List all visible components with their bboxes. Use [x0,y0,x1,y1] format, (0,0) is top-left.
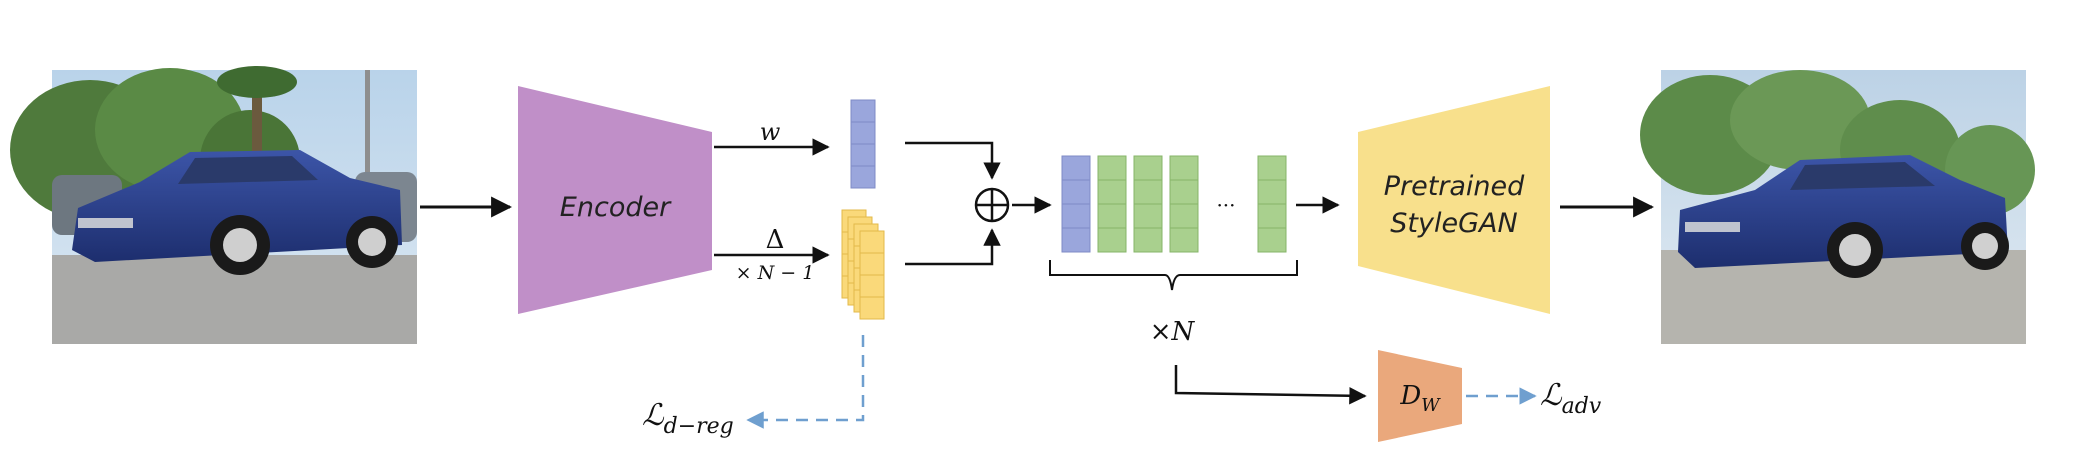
w-latent-vector [850,99,876,189]
delta-offset-stack [841,209,885,320]
reg-loss-label: ℒd−reg [642,398,734,439]
latent-column-last [1257,155,1287,253]
latent-multiplier: ×N [1150,317,1196,347]
svg-text:ℒadv: ℒadv [1540,378,1602,419]
latent-column-2 [1097,155,1127,253]
adv-loss-label: ℒadv [1540,378,1602,419]
reconstructed-car-photo [1640,70,2035,344]
latent-brace [1049,260,1298,291]
discriminator-block: DW [1378,350,1462,442]
sum-operator [974,187,1010,223]
stylegan-label-line1: Pretrained [1384,171,1525,202]
arrow-delta-to-sum [905,228,1001,266]
delta-label: Δ [766,225,785,255]
arrow-latents-to-discriminator [1174,365,1367,405]
latent-column-3 [1133,155,1163,253]
svg-text:DW: DW [1399,381,1441,416]
encoder-label: Encoder [560,192,672,223]
arrow-w-to-sum [905,141,1001,180]
stylegan-block: Pretrained StyleGAN [1358,86,1550,314]
stylegan-label-line2: StyleGAN [1390,208,1517,239]
latent-codes-row: ··· [1061,155,1287,253]
latent-column-4 [1169,155,1199,253]
w-label: w [760,118,781,146]
delta-multiplier: × N − 1 [736,262,815,284]
encoder-block: Encoder [518,86,712,314]
arrow-delta-to-reg-loss [746,335,865,429]
latent-w-column [1061,155,1091,253]
svg-text:ℒd−reg: ℒd−reg [642,398,734,439]
input-car-photo [10,66,417,344]
latent-ellipsis: ··· [1216,193,1235,217]
